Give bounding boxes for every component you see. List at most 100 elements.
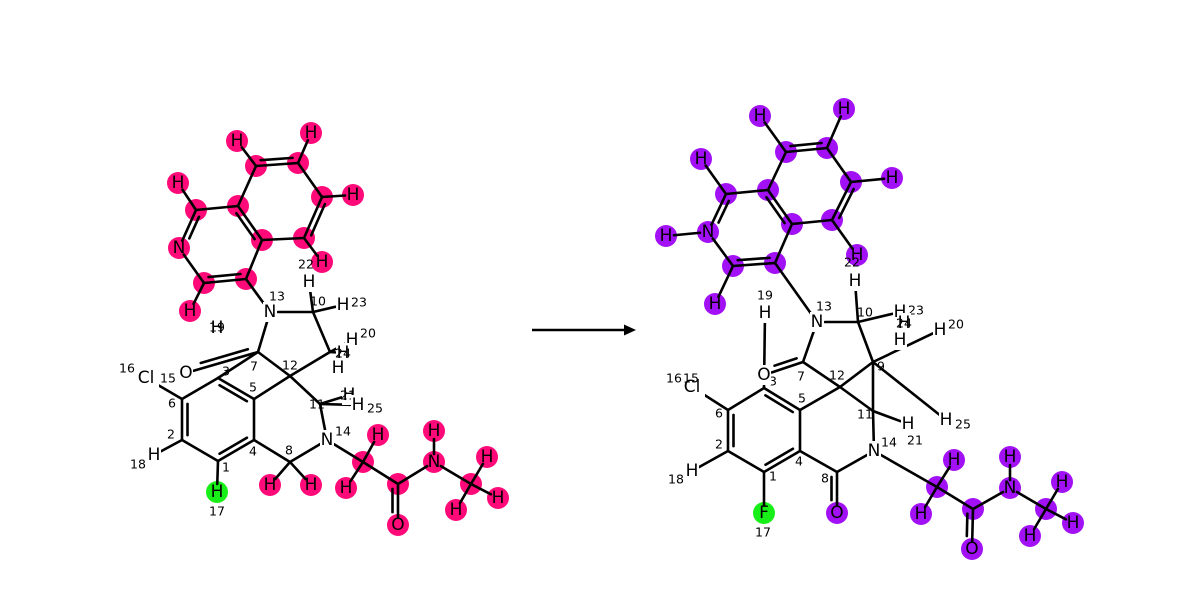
reactant-atom-number-h18: 18 xyxy=(130,457,146,472)
reactant-atom-number-a5: 5 xyxy=(249,380,257,395)
reactant-highlight-s3 xyxy=(423,451,445,473)
reactant-atom-number-a7: 7 xyxy=(250,359,258,374)
product-bond-b2-bh18 xyxy=(697,449,730,469)
reactant-bond-a12-a5 xyxy=(252,374,292,401)
reactant-bond-q5-q4-double xyxy=(188,215,201,240)
reactant-label-bg-h23 xyxy=(336,295,350,315)
reactant-atom-number-h23: 23 xyxy=(351,295,367,310)
reactant-atom-number-h19: 19 xyxy=(209,320,225,335)
product-atom-bh9a: H xyxy=(894,330,907,350)
product-bond-b11-bh21 xyxy=(871,409,902,423)
reactant-bond-q8-q7 xyxy=(296,161,324,199)
reactant-bond-s3-s4 xyxy=(439,464,473,486)
product-atom-bh24: H xyxy=(898,313,911,333)
product-atom-number-b7: 7 xyxy=(797,369,805,384)
product-bond-r4-rh4 xyxy=(704,164,728,196)
product-highlight-bh22 xyxy=(846,244,868,266)
product-bond-b9-b10 xyxy=(856,320,875,364)
product-highlight-t4h1 xyxy=(1051,471,1073,493)
reactant-bond-a8-n14 xyxy=(288,442,322,464)
reactant-label-bg-n13 xyxy=(263,302,277,322)
product-atom-bn14: N xyxy=(868,441,881,461)
product-bond-t2-t2o-double xyxy=(965,512,969,538)
product-atom-number-bn13: 13 xyxy=(816,299,832,314)
product-highlight-rh5 xyxy=(704,293,726,315)
reactant-atom-qh2: H xyxy=(305,123,318,143)
reactant-atom-h10a: H xyxy=(303,272,316,292)
product-atom-number-bh16: 16 xyxy=(666,371,682,386)
product-atom-rh3: H xyxy=(886,168,899,188)
reactant-bond-a12-a9 xyxy=(288,350,332,378)
product-atom-number-b8: 8 xyxy=(821,471,829,486)
product-atom-rh1: H xyxy=(754,106,767,126)
reactant-atom-s4h1: H xyxy=(481,447,494,467)
reactant-bond-q1-h22 xyxy=(302,236,319,257)
reactant-atom-cl15: Cl xyxy=(138,368,155,388)
reactant-atom-n13: N xyxy=(264,302,277,322)
reactant-bond-q1-q8-double xyxy=(309,202,327,237)
reactant-highlight-s4h2 xyxy=(487,487,509,509)
product-bond-bn14-b11 xyxy=(871,409,876,445)
reactant-highlight-s4h1 xyxy=(476,446,498,468)
product-atom-bh22: H xyxy=(851,245,864,265)
product-bond-b7-bn13 xyxy=(801,328,816,364)
product-bond-b6-b3 xyxy=(726,386,766,412)
product-label-bg-bcl15 xyxy=(679,377,705,397)
product-atom-number-bh23: 23 xyxy=(908,303,924,318)
product-bond-r1-r8 xyxy=(830,180,853,222)
reactant-bond-q10-q9-double xyxy=(207,272,242,279)
reactant-atom-number-h16: 16 xyxy=(119,361,135,376)
product-highlight-rh2 xyxy=(833,98,855,120)
reactant-bond-n14-a11 xyxy=(318,402,327,434)
reactant-atom-h19: H xyxy=(211,318,224,338)
product-bond-b3-b5 xyxy=(762,386,802,412)
reactant-bond-a2-h18 xyxy=(159,438,184,453)
reactant-bond-q6-q3 xyxy=(236,164,258,208)
reactant-highlight-h17 xyxy=(206,481,228,503)
product-atom-bn13: N xyxy=(811,312,824,332)
product-bond-t1-t1h2 xyxy=(923,485,939,509)
reactant-bond-q9-qh5 xyxy=(192,281,206,306)
reactant-bond-q7-q6 xyxy=(254,161,300,168)
reactant-atom-h17: H xyxy=(211,482,224,502)
product-bond-r4-r3 xyxy=(724,188,770,196)
product-atom-number-bh25: 25 xyxy=(955,417,971,432)
product-atom-number-bh19: 19 xyxy=(757,288,773,303)
product-highlight-rh4 xyxy=(690,148,712,170)
reactant-atom-number-h24: 24 xyxy=(335,346,351,361)
reactant-bond-a7-o7 xyxy=(192,350,260,373)
product-atom-number-b10: 10 xyxy=(857,305,873,320)
reactant-highlight-s4h3 xyxy=(445,499,467,521)
reactant-bond-a12-a11 xyxy=(288,374,322,406)
reactant-highlight-s1h2 xyxy=(335,477,357,499)
product-atom-bcl15: Cl xyxy=(684,377,701,397)
reactant-label-bg-cl15 xyxy=(133,368,159,388)
product-atom-t1h2: H xyxy=(915,504,928,524)
product-bond-r8-r7 xyxy=(825,146,853,184)
reactant-atom-number-cl15: 15 xyxy=(160,371,176,386)
product-atom-rh2: H xyxy=(838,99,851,119)
product-bond-r3-r2 xyxy=(766,188,794,226)
reactant-bond-q1-q8 xyxy=(302,195,324,240)
product-atom-number-bh24: 24 xyxy=(896,316,912,331)
product-atom-number-b9: 9 xyxy=(877,359,885,374)
product-atom-t4h2: H xyxy=(1067,513,1080,533)
product-bond-r7-rh2 xyxy=(825,115,843,150)
reactant-atom-s1h1: H xyxy=(372,425,385,445)
reactant-bond-s4-s4h1 xyxy=(469,462,485,486)
reactant-bond-q2-q10 xyxy=(244,238,264,281)
reactant-atom-s3: N xyxy=(428,452,441,472)
product-atom-bo8: O xyxy=(830,503,843,523)
product-label-bg-bh18 xyxy=(685,461,699,481)
product-atom-t2o: O xyxy=(965,539,978,559)
product-atom-number-b5: 5 xyxy=(798,391,806,406)
product-label-bg-bh25 xyxy=(939,410,953,430)
reactant-bond-s1-s1h2 xyxy=(349,460,365,483)
product-label-bg-bh24 xyxy=(897,313,911,333)
product-highlight-rh3 xyxy=(881,167,903,189)
product-bond-r6-rh1 xyxy=(763,121,788,154)
reactant-atom-number-a3: 3 xyxy=(222,364,230,379)
product-bond-b12-b9 xyxy=(838,360,875,389)
reactant-highlight-s2o xyxy=(387,514,409,536)
product-highlight-t4h2 xyxy=(1062,512,1084,534)
